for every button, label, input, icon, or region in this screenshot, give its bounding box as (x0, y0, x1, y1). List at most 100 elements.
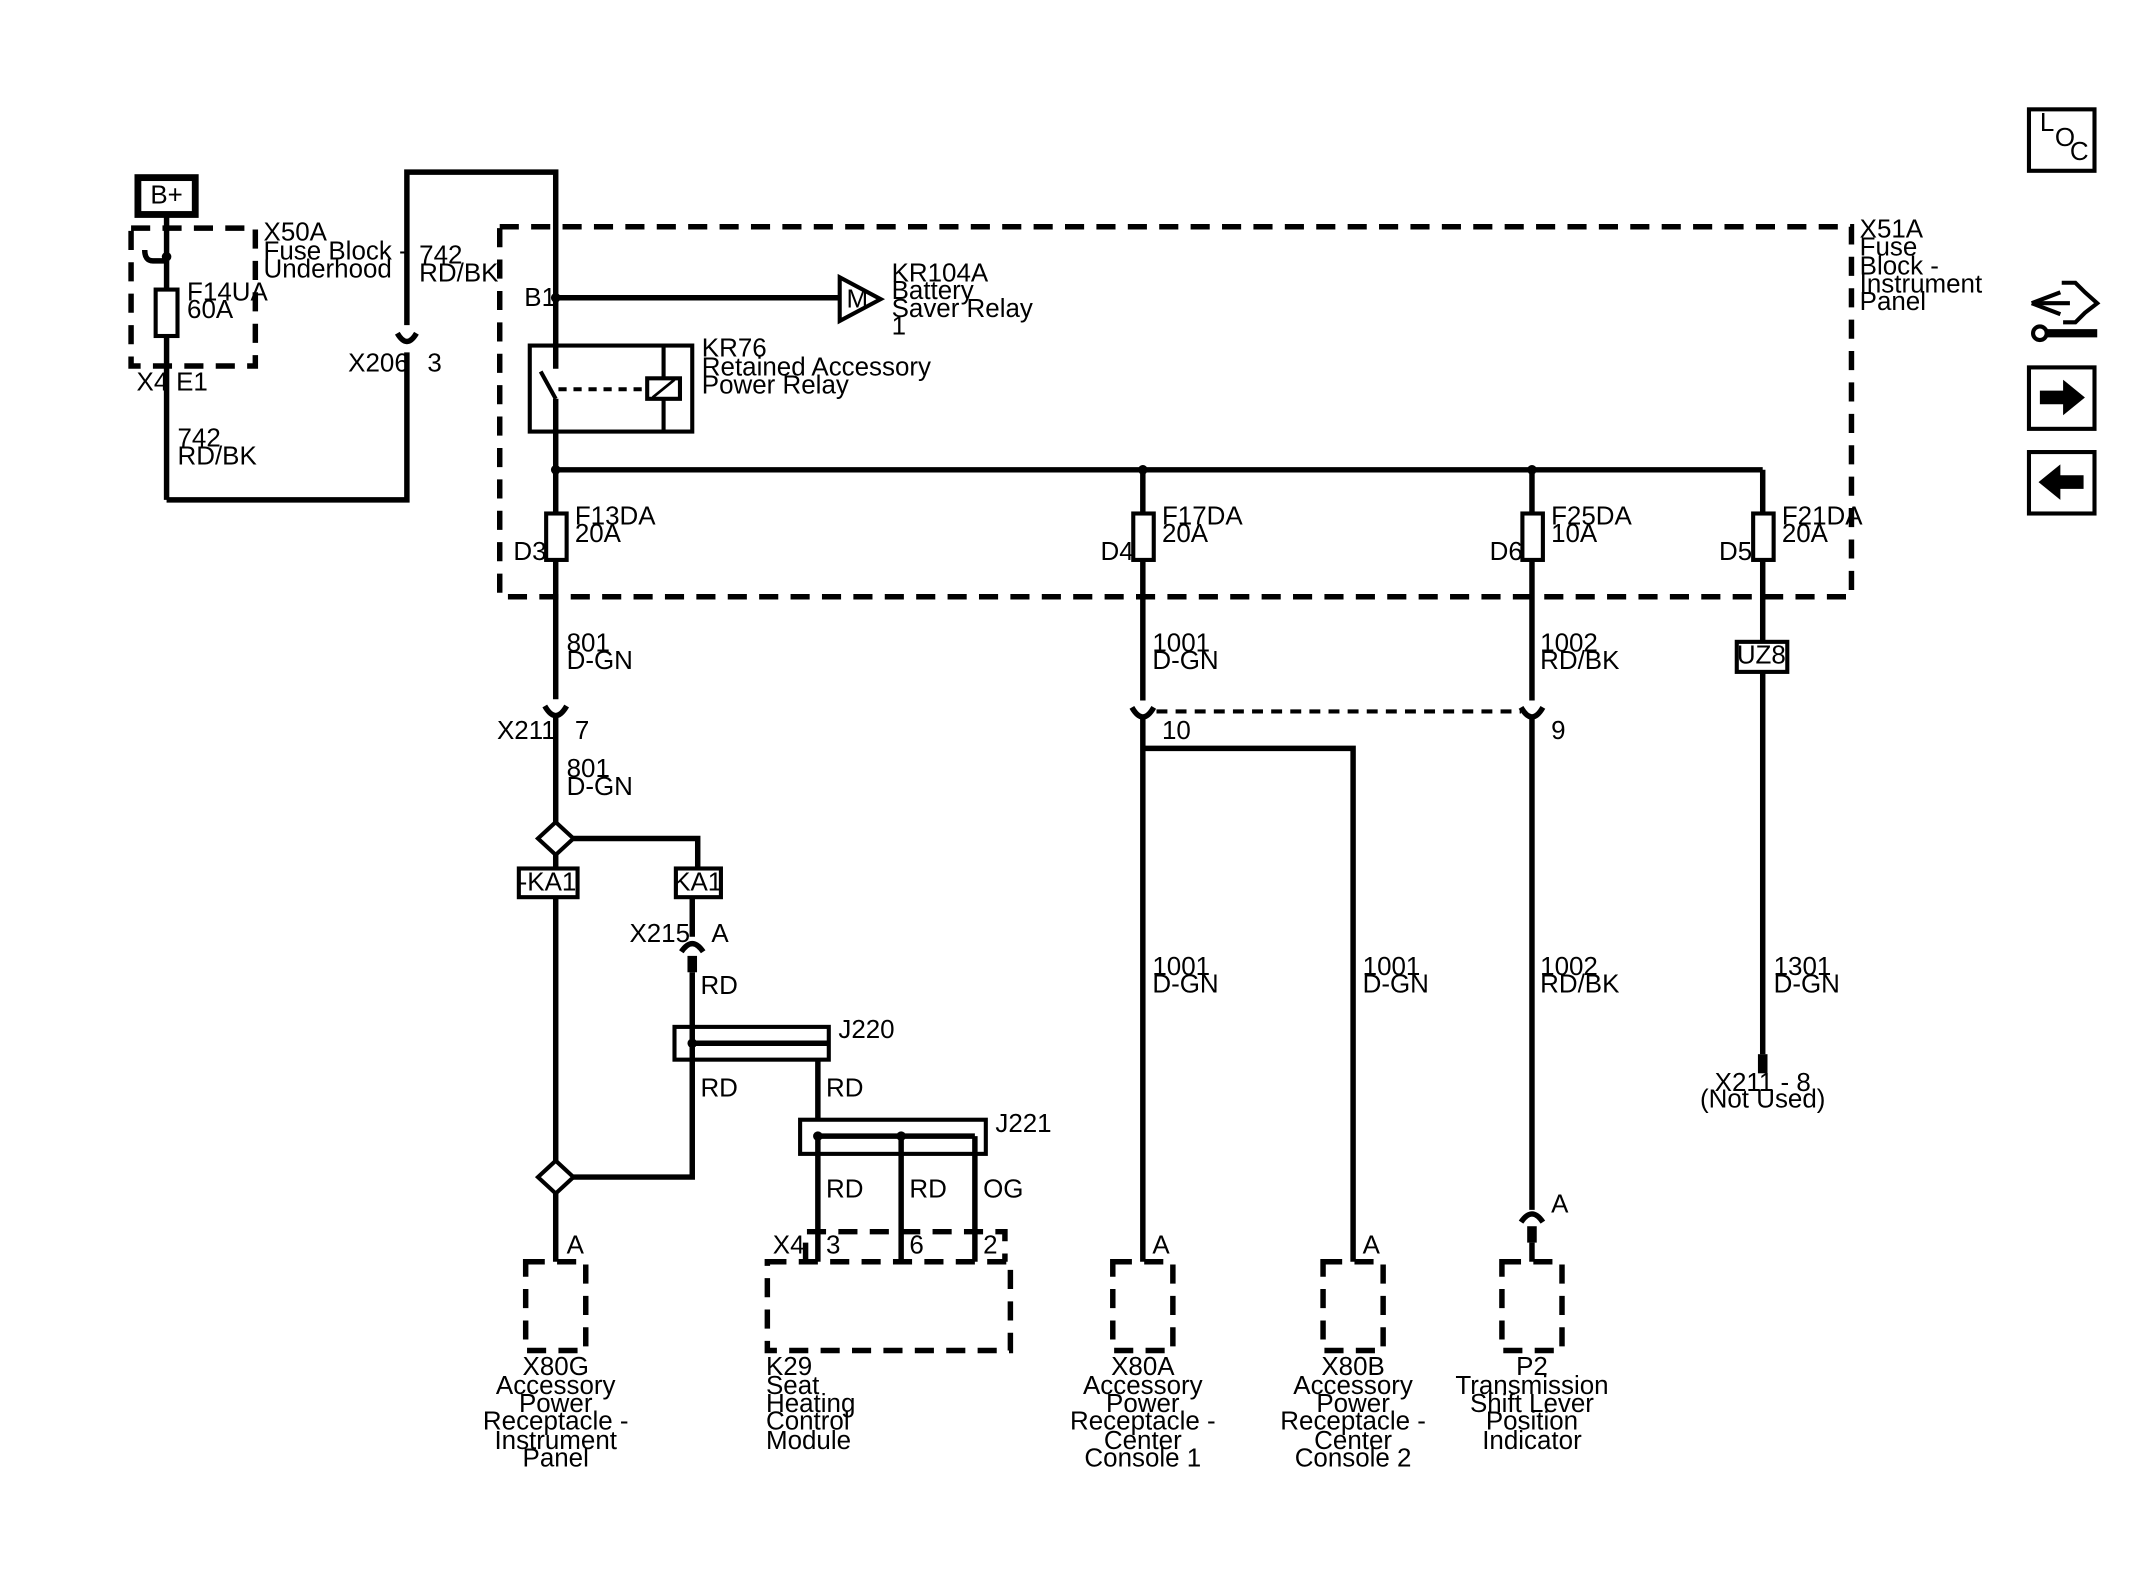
label-p2-4: Indicator (1482, 1427, 1582, 1455)
x80g-accessory-receptacle-ip (522, 1259, 589, 1354)
label-k29-l3: Heating (766, 1390, 855, 1418)
label-wires-rd: RD (909, 1176, 946, 1204)
label-fuses-1-rating: 20A (1162, 520, 1209, 548)
label-fuses-1-pin: D4 (1101, 538, 1134, 566)
label-wires-rd: RD (826, 1075, 863, 1103)
label-x80b-5: Console 2 (1295, 1445, 1412, 1473)
label-splices-j220: J220 (838, 1016, 894, 1044)
label-x211-notused_ref: X211 - 8 (1715, 1069, 1811, 1097)
label-options-neg: -KA1 (519, 868, 577, 896)
label-x80b-1: Accessory (1293, 1372, 1413, 1400)
p2-transmission-shift-lever-indicator (1499, 1259, 1565, 1354)
label-p2-3: Position (1486, 1408, 1578, 1436)
fuse-f21da (1751, 469, 1776, 562)
label-x215-id: X215 (629, 920, 690, 948)
x215-connector (679, 940, 706, 954)
label-wires-c1001-circuit: 1001 (1152, 629, 1210, 657)
label-x80a-1: Accessory (1083, 1372, 1203, 1400)
label-wires-c1002-circuit: 1002 (1540, 953, 1598, 981)
label-x50a-fuse: F14UA (187, 279, 268, 307)
label-fuses-3-pin: D5 (1719, 538, 1752, 566)
label-wires-rd: RD (826, 1176, 863, 1204)
label-wires-c1001-color: D-GN (1152, 971, 1218, 999)
label-x211-id: X211 (497, 717, 556, 745)
label-fuses-2-rating: 10A (1551, 520, 1598, 548)
label-x206-pin: 3 (427, 350, 441, 378)
label-nav-loc_o: O (2055, 124, 2075, 152)
fuse-f13da (544, 469, 569, 562)
label-k29-p6: 6 (909, 1232, 923, 1260)
label-x80a-2: Power (1106, 1390, 1180, 1418)
label-x80a-0: X80A (1111, 1353, 1175, 1381)
arrow-right-icon[interactable] (2026, 365, 2097, 431)
label-wires-og: OG (983, 1176, 1023, 1204)
label-fuses-2-name: F25DA (1551, 502, 1632, 530)
label-wire742-color: RD/BK (419, 259, 499, 287)
option-split-top (534, 819, 577, 858)
connector-tool-icon[interactable] (2030, 280, 2101, 343)
label-x80g-4: Instrument (494, 1427, 617, 1455)
label-kr104a-id: KR104A (892, 259, 989, 287)
k29-connector-x4 (802, 1228, 1008, 1262)
label-fuses-1-name: F17DA (1162, 502, 1243, 530)
label-nav-loc_c: C (2070, 138, 2089, 166)
arrow-left-icon[interactable] (2026, 450, 2097, 516)
label-wires-rd: RD (700, 972, 737, 1000)
p2-connector (1518, 1211, 1546, 1224)
label-x80g-3: Receptacle - (483, 1408, 629, 1436)
label-x80g-0: X80G (523, 1353, 589, 1381)
label-wires-c801-circuit: 801 (567, 755, 610, 783)
battery-positive: B+ (134, 174, 199, 218)
label-x80g-1: Accessory (496, 1372, 616, 1400)
label-wires-rd: RD (700, 1075, 737, 1103)
label-k29-p3: 3 (826, 1232, 840, 1260)
label-kr76-l2: Power Relay (702, 371, 849, 399)
label-x80a-3: Receptacle - (1070, 1408, 1216, 1436)
x211-pin7-connector (542, 704, 570, 719)
label-k29-l2: Seat (766, 1372, 820, 1400)
uz8-badge: UZ8 (1734, 639, 1790, 674)
label-wires-c1301-circuit: 1301 (1774, 953, 1832, 981)
x211-pin9-connector (1518, 705, 1546, 720)
option-neg-ka1: -KA1 (516, 866, 580, 900)
label-k29-l1: K29 (766, 1353, 812, 1381)
label-kr76-id: KR76 (702, 334, 767, 362)
label-x50a-l2: Underhood (264, 255, 392, 283)
label-p2-1: Transmission (1455, 1372, 1608, 1400)
label-x50a-l1: Fuse Block - (264, 238, 408, 266)
label-options-pos: KA1 (673, 868, 722, 896)
label-fuses-0-name: F13DA (575, 502, 656, 530)
label-kr104a-l1: Battery (892, 277, 974, 305)
label-wires-c801-circuit: 801 (567, 629, 610, 657)
x206-label: X206 (348, 350, 409, 378)
label-x80b-0: X80B (1321, 1353, 1384, 1381)
label-x211-notused: (Not Used) (1700, 1085, 1825, 1113)
label-x80b-4: Center (1314, 1427, 1392, 1455)
label-uz8: UZ8 (1737, 642, 1786, 670)
option-split-bottom (534, 1157, 577, 1197)
x51a-label: X51A (1860, 216, 1924, 244)
label-x211-pin10: 10 (1162, 717, 1191, 745)
label-fuses-0-pin: D3 (513, 538, 546, 566)
label-x51a-b1: B1 (524, 284, 556, 312)
label-power-bplus: B+ (150, 182, 182, 210)
battery-saver-relay: M (837, 273, 886, 325)
x211-pin10-connector (1129, 705, 1157, 720)
label-x51a-l2: Block - (1860, 253, 1939, 281)
label-fuses-3-name: F21DA (1782, 502, 1863, 530)
label-kr76-l1: Retained Accessory (702, 354, 931, 382)
label-wires-c1001-circuit: 1001 (1363, 953, 1421, 981)
label-wires-c1001-color: D-GN (1363, 971, 1429, 999)
label-k29-conn: X4 (773, 1232, 805, 1260)
x80b-accessory-receptacle-console-2 (1320, 1259, 1386, 1354)
label-x50a-pin: E1 (176, 369, 208, 397)
label-p2-0: P2 (1516, 1353, 1548, 1381)
label-x80b-2: Power (1316, 1390, 1390, 1418)
label-x215-pin: A (711, 920, 729, 948)
label-x51a-l4: Panel (1860, 288, 1926, 316)
label-x80a-5: Console 1 (1084, 1445, 1201, 1473)
loc-icon[interactable]: L O C (2026, 107, 2097, 173)
label-wires-c801-color: D-GN (567, 647, 633, 675)
label-x80g-5: Panel (523, 1445, 589, 1473)
